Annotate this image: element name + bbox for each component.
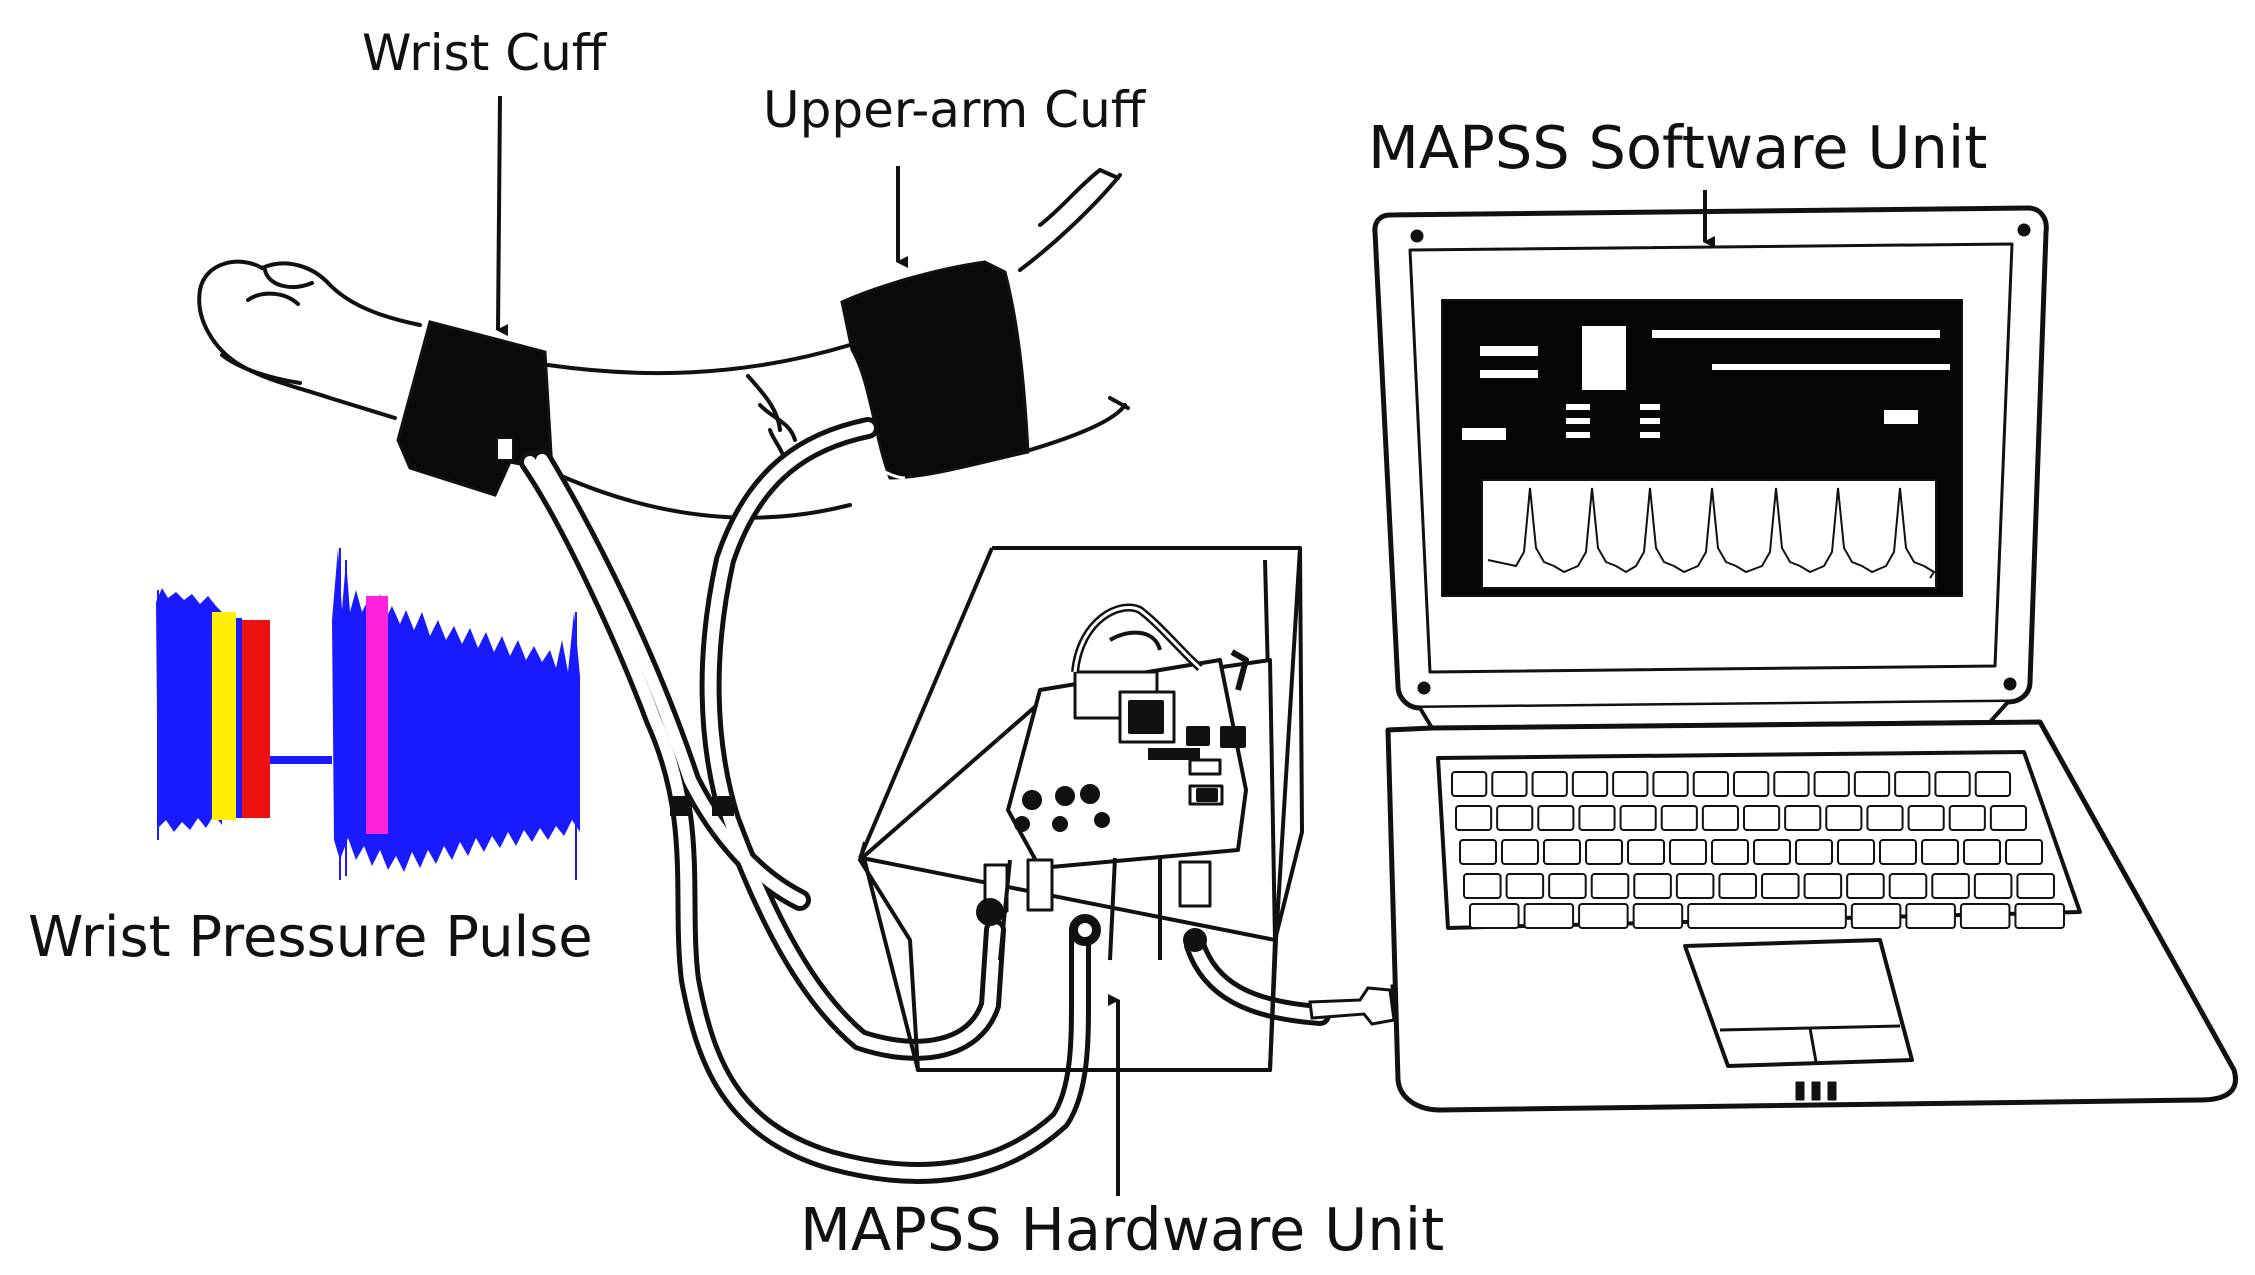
keyboard-key (1846, 873, 1885, 899)
wrist-cuff-label: Wrist Cuff (362, 24, 607, 82)
keyboard-key (1660, 805, 1698, 831)
screen-field (1480, 370, 1538, 378)
screen-text (1566, 418, 1590, 424)
keyboard-key (2005, 839, 2043, 865)
keyboard-key (1548, 873, 1587, 899)
keyboard-key (1537, 805, 1575, 831)
keyboard-key (1463, 873, 1502, 899)
keyboard-key (1803, 873, 1843, 899)
arm-illustration (197, 168, 1130, 520)
keyboard-key (1813, 771, 1850, 797)
keyboard-key (1451, 771, 1488, 797)
keyboard-key (1669, 839, 1707, 865)
keyboard-key (1701, 805, 1740, 831)
keyboard-key (1795, 839, 1833, 865)
keyboard-key (1531, 771, 1568, 797)
keyboard-key (1687, 903, 1847, 929)
upper-arm-cuff-label: Upper-arm Cuff (763, 81, 1146, 139)
pressure-signal-plot (156, 548, 580, 880)
keyboard-key (1974, 771, 2011, 797)
keyboard-key (1959, 903, 2011, 929)
keyboard-key (1627, 839, 1665, 865)
keyboard-key (1905, 903, 1956, 929)
screen-progress-bar (1652, 330, 1940, 338)
keyboard-key (1496, 805, 1534, 831)
keyboard-key (1469, 903, 1520, 929)
keyboard-key (1733, 771, 1770, 797)
screen-pulse-waveform (1487, 487, 1936, 579)
keyboard-key (1853, 771, 1891, 797)
keyboard-key (1543, 839, 1581, 865)
keyboard-key (1578, 903, 1629, 929)
keyboard-key (1501, 839, 1539, 865)
screen-button (1462, 428, 1506, 440)
hardware-unit-label: MAPSS Hardware Unit (800, 1195, 1445, 1264)
keyboard-key (1675, 873, 1715, 899)
keyboard-key (1578, 805, 1616, 831)
keyboard-key (1523, 903, 1575, 929)
keyboard-key (1973, 873, 2013, 899)
label-arrows (496, 95, 1715, 1196)
keyboard-key (1585, 839, 1623, 865)
keyboard-key (1455, 805, 1493, 831)
keyboard-key (1934, 771, 1971, 797)
screen-text (1566, 404, 1590, 410)
keyboard-key (1761, 873, 1800, 899)
keyboard-key (2014, 903, 2066, 929)
screen-text (1640, 404, 1660, 410)
keyboard-key (1718, 873, 1758, 899)
keyboard-key (1963, 839, 2001, 865)
wrist-cuff-icon (396, 320, 554, 497)
keyboard-key (1753, 839, 1791, 865)
keyboard-key (1850, 903, 1902, 929)
screen-image-box (1582, 326, 1626, 390)
keyboard-key (1743, 805, 1781, 831)
upper-arm-cuff-icon (840, 260, 1030, 480)
keyboard-key (1633, 873, 1672, 899)
hardware-box-icon (858, 546, 1304, 1072)
keyboard-key (1652, 771, 1689, 797)
keyboard-key (1571, 771, 1609, 797)
keyboard-key (1825, 805, 1863, 831)
screen-button (1884, 410, 1918, 424)
keyboard-key (1692, 771, 1729, 797)
keyboard-key (1866, 805, 1904, 831)
keyboard-key (1632, 903, 1684, 929)
screen-progress-bar (1712, 364, 1950, 370)
keyboard-key (1948, 805, 1986, 831)
keyboard-key (1921, 839, 1959, 865)
keyboard-key (1612, 771, 1649, 797)
keyboard-key (1931, 873, 1970, 899)
wrist-cuff-arrow (496, 95, 509, 337)
software-unit-label: MAPSS Software Unit (1368, 113, 1988, 182)
screen-text (1640, 418, 1660, 424)
keyboard-key (1894, 771, 1931, 797)
wrist-pressure-pulse-label: Wrist Pressure Pulse (28, 905, 593, 970)
keyboard-key (1711, 839, 1749, 865)
keyboard-key (1888, 873, 1928, 899)
keyboard-key (1491, 771, 1528, 797)
screen-waveform-panel (1481, 479, 1937, 589)
keyboard-key (1989, 805, 2028, 831)
keyboard-key (2016, 873, 2056, 899)
keyboard-key (1907, 805, 1945, 831)
keyboard-key (1590, 873, 1630, 899)
air-tube-icon (519, 417, 1331, 1184)
keyboard-key (1773, 771, 1810, 797)
keyboard-key (1505, 873, 1545, 899)
keyboard-key (1619, 805, 1657, 831)
keyboard-key (1837, 839, 1875, 865)
keyboard-key (1459, 839, 1497, 865)
screen-field (1480, 346, 1538, 356)
keyboard-key (1784, 805, 1822, 831)
screen-text (1640, 432, 1660, 438)
laptop-icon (1372, 205, 2238, 1113)
screen-text (1566, 432, 1590, 438)
keyboard-key (1879, 839, 1917, 865)
